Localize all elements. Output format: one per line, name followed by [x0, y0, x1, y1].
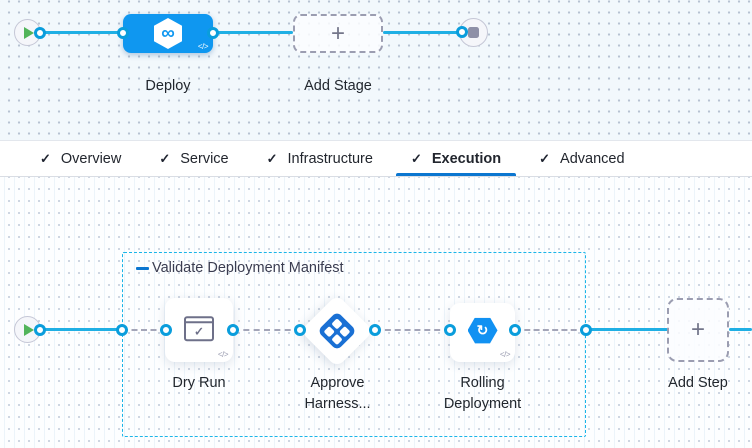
step-label-dry-run: Dry Run [172, 375, 226, 391]
exec-flow-line [586, 328, 668, 331]
plus-icon: + [330, 19, 345, 47]
step-node-dry-run[interactable]: ✓ </> [165, 298, 233, 362]
plus-icon: + [690, 316, 705, 343]
pipeline-start-node[interactable] [14, 19, 41, 46]
rolling-deployment-icon: ↻ [467, 317, 498, 344]
connector-point[interactable] [509, 324, 521, 336]
check-icon: ✓ [159, 150, 171, 166]
connector-point[interactable] [294, 324, 306, 336]
stage-config-tabs: ✓ Overview ✓ Service ✓ Infrastructure ✓ … [0, 140, 752, 177]
step-label-approve: Approve Harness... [304, 375, 371, 412]
check-icon: ✓ [266, 150, 278, 166]
stage-flow-line [213, 31, 293, 34]
check-icon: ✓ [410, 150, 422, 166]
harness-approval-icon [317, 311, 357, 351]
connector-point[interactable] [369, 324, 381, 336]
window-bar [186, 318, 212, 324]
harness-cd-icon: ∞ [154, 18, 182, 49]
stage-flow-line [27, 31, 123, 34]
connector-point[interactable] [34, 27, 46, 39]
connector-point[interactable] [444, 324, 456, 336]
exec-dashed-line [233, 329, 301, 331]
stop-icon [468, 27, 479, 38]
check-icon: ✓ [539, 150, 551, 166]
add-step-label: Add Step [668, 375, 728, 391]
tab-overview[interactable]: ✓ Overview [40, 150, 122, 167]
stage-node-deploy[interactable]: ∞ </> [123, 14, 213, 53]
exec-flow-line [729, 328, 752, 331]
connector-point[interactable] [160, 324, 172, 336]
check-icon: ✓ [40, 150, 51, 166]
connector-point[interactable] [116, 324, 128, 336]
dry-run-icon: ✓ [184, 316, 214, 342]
add-stage-label: Add Stage [304, 78, 372, 94]
add-stage-button[interactable]: + [293, 14, 383, 53]
connector-point[interactable] [34, 324, 46, 336]
step-group-title: Validate Deployment Manifest [152, 260, 344, 276]
execution-graph-canvas[interactable]: Validate Deployment Manifest ✓ </> Dry R… [0, 176, 752, 448]
exec-dashed-line [122, 329, 166, 331]
tab-execution[interactable]: ✓ Execution [395, 141, 517, 176]
code-icon[interactable]: </> [217, 350, 229, 359]
exec-dashed-line [515, 329, 586, 331]
play-icon [24, 26, 34, 39]
step-node-rolling-deployment[interactable]: ↻ </> [450, 303, 515, 362]
add-step-button[interactable]: + [667, 298, 729, 362]
exec-dashed-line [375, 329, 450, 331]
tab-infrastructure[interactable]: ✓ Infrastructure [266, 150, 373, 167]
tab-service[interactable]: ✓ Service [159, 150, 229, 167]
play-icon [24, 323, 34, 336]
connector-point[interactable] [580, 324, 592, 336]
step-label-rolling: Rolling Deployment [443, 375, 522, 412]
code-icon[interactable]: </> [197, 42, 209, 51]
step-group-validate-deployment-manifest[interactable] [122, 252, 586, 437]
stage-graph-canvas[interactable]: ∞ </> Deploy + Add Stage [0, 0, 752, 140]
step-group-header[interactable]: Validate Deployment Manifest [136, 260, 344, 276]
execution-start-node[interactable] [14, 316, 41, 343]
connector-point[interactable] [227, 324, 239, 336]
collapse-dash-icon[interactable] [136, 266, 149, 270]
connector-point[interactable] [456, 26, 468, 38]
tab-advanced[interactable]: ✓ Advanced [539, 150, 625, 167]
connector-point[interactable] [207, 27, 219, 39]
stage-label-deploy: Deploy [145, 78, 191, 94]
check-icon: ✓ [193, 324, 205, 339]
connector-point[interactable] [117, 27, 129, 39]
exec-flow-line [27, 328, 122, 331]
code-icon[interactable]: </> [499, 350, 511, 359]
stage-flow-line [383, 31, 462, 34]
